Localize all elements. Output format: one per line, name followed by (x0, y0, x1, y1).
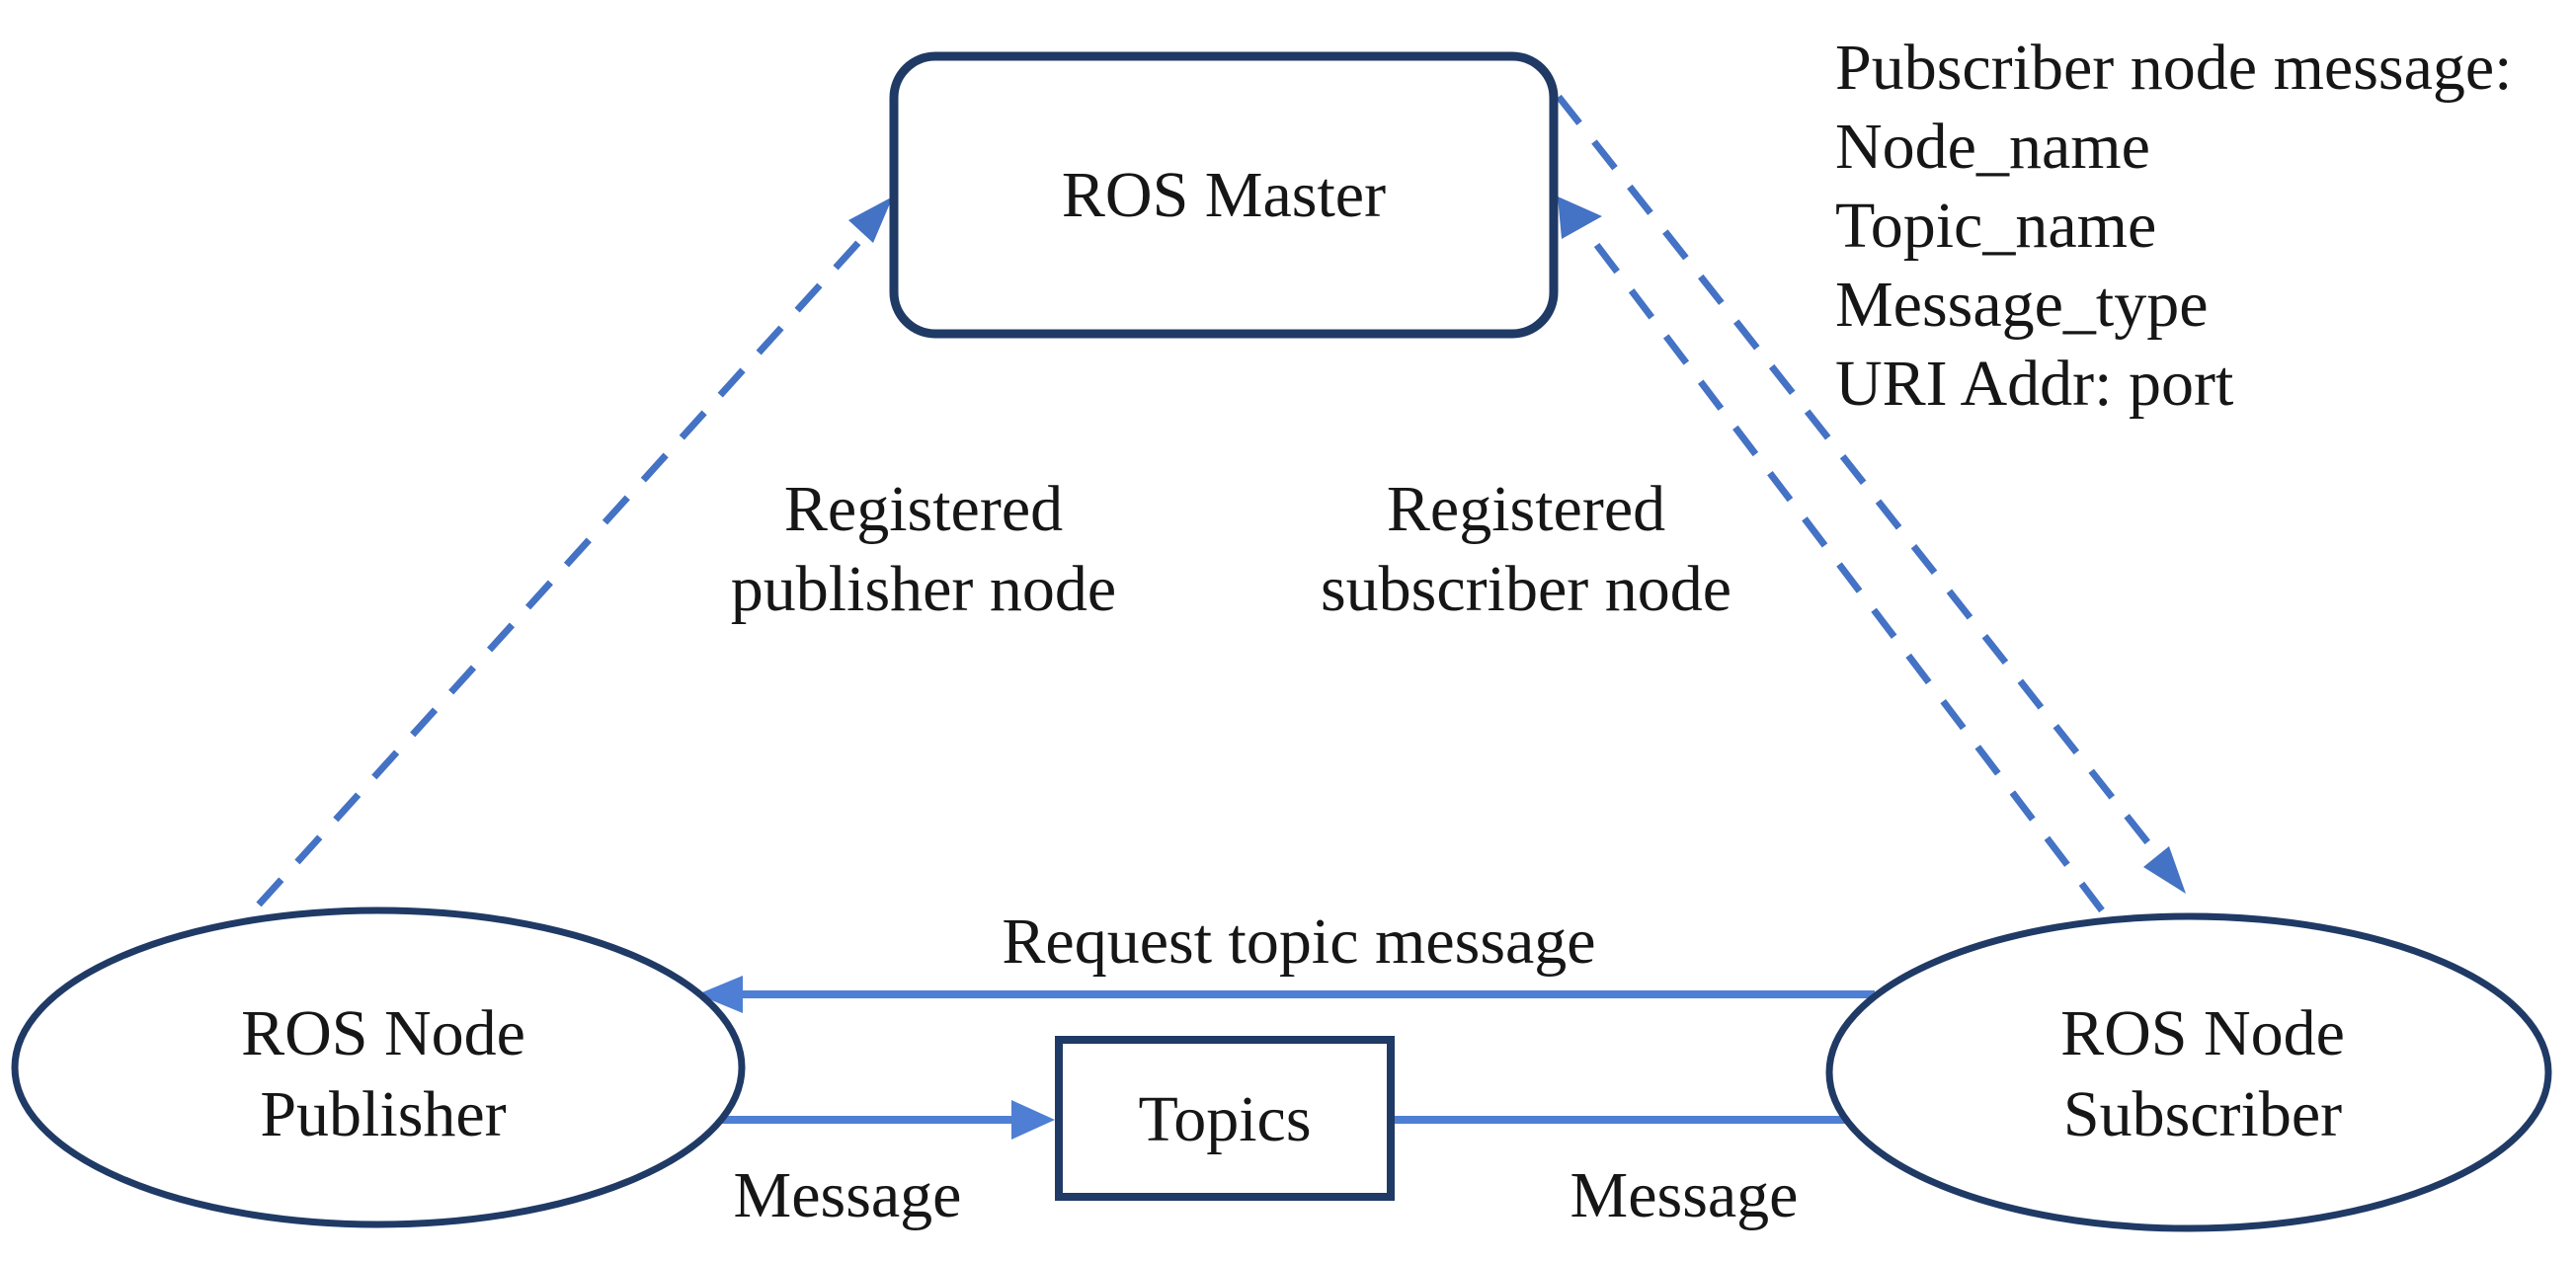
message-label-right: Message (1570, 1159, 1799, 1231)
registered-publisher-label: Registered publisher node (731, 473, 1116, 625)
annotation-line-1: Pubscriber node message: (1835, 32, 2513, 104)
annotation-line-5: URI Addr: port (1835, 348, 2233, 420)
publisher-node: ROS Node Publisher (11, 906, 746, 1228)
subscriber-ellipse (1825, 912, 2552, 1232)
registered-subscriber-label-line2: subscriber node (1321, 553, 1731, 625)
master-to-subscriber-dashed-line (1556, 94, 2170, 870)
topics-node: Topics (1055, 1036, 1395, 1201)
edge-master-to-subscriber (1556, 94, 2186, 894)
registered-publisher-dashed-line (256, 232, 868, 907)
subscriber-label-line2: Subscriber (2063, 1078, 2342, 1150)
publisher-message-annotation: Pubscriber node message: Node_name Topic… (1835, 32, 2513, 420)
registered-subscriber-label-line1: Registered (1387, 473, 1665, 545)
request-topic-message-label: Request topic message (1002, 906, 1595, 978)
edge-registered-subscriber (1558, 197, 2105, 913)
registered-subscriber-label: Registered subscriber node (1321, 473, 1731, 625)
topics-label: Topics (1138, 1083, 1311, 1155)
annotation-line-2: Node_name (1835, 111, 2150, 183)
request-topic-arrowhead (697, 976, 743, 1013)
publisher-ellipse (11, 906, 746, 1228)
topics-box (1055, 1036, 1395, 1201)
message-label-left: Message (734, 1159, 962, 1231)
publisher-to-topics-arrowhead (1011, 1100, 1055, 1140)
ros-master-box (889, 51, 1559, 339)
registered-publisher-label-line2: publisher node (731, 553, 1116, 625)
publisher-label-line1: ROS Node (241, 997, 525, 1069)
annotation-line-4: Message_type (1835, 269, 2209, 341)
registered-subscriber-arrowhead (1558, 197, 1602, 239)
master-to-subscriber-arrowhead (2143, 846, 2186, 894)
publisher-label-line2: Publisher (260, 1078, 506, 1150)
registered-subscriber-dashed-line (1589, 236, 2105, 913)
registered-publisher-label-line1: Registered (784, 473, 1063, 545)
subscriber-node: ROS Node Subscriber (1825, 912, 2552, 1232)
annotation-line-3: Topic_name (1835, 190, 2156, 262)
subscriber-label-line1: ROS Node (2060, 997, 2345, 1069)
edge-registered-publisher (256, 197, 893, 907)
ros-master-label: ROS Master (1062, 159, 1386, 231)
edge-request-topic-message (697, 976, 1875, 1013)
registered-publisher-arrowhead (848, 197, 893, 243)
ros-master-node: ROS Master (889, 51, 1559, 339)
